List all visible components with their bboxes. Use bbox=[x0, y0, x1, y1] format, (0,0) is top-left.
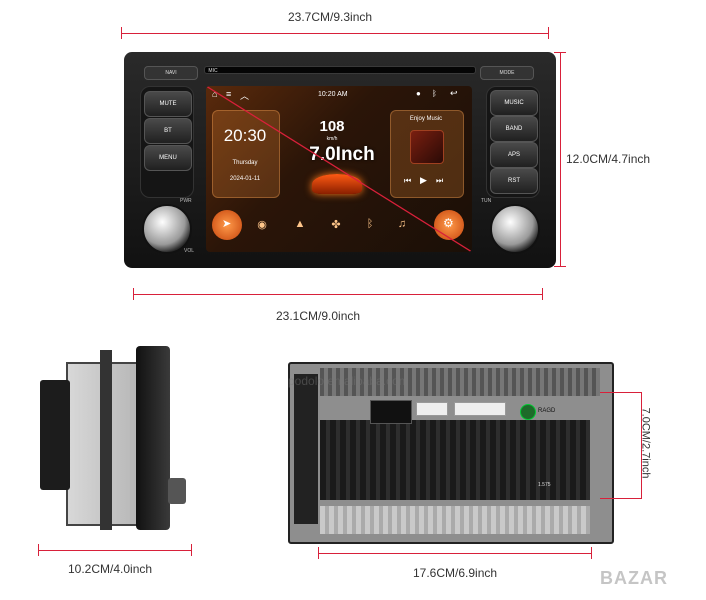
back-height-label: 7.0CM/2.7inch bbox=[639, 407, 652, 479]
side-depth-tick-left bbox=[38, 544, 39, 556]
bluetooth-icon: ᛒ bbox=[432, 89, 437, 98]
connector-black bbox=[370, 400, 412, 424]
location-icon: ● bbox=[416, 89, 421, 98]
touch-screen[interactable]: ⌂ ≡ ︿ 10:20 AM ● ᛒ ↩ 20:30 Thursday 2024… bbox=[206, 86, 472, 252]
clock-date: 2024-01-11 bbox=[229, 176, 261, 182]
tune-knob[interactable] bbox=[490, 204, 540, 254]
head-unit-front: NAVI MIC MODE MUTE BT MENU MUSIC BAND AP… bbox=[124, 52, 556, 268]
status-time: 10:20 AM bbox=[318, 91, 348, 98]
mute-button[interactable]: MUTE bbox=[144, 91, 192, 117]
aps-button[interactable]: APS bbox=[490, 142, 538, 168]
music-button[interactable]: MUSIC bbox=[490, 90, 538, 116]
right-height-tick-bottom bbox=[554, 266, 566, 267]
gear-icon: ⚙ bbox=[443, 216, 454, 230]
watermark-text: podolo.en.alibaba.com bbox=[288, 374, 409, 388]
back-height-tick-bottom bbox=[600, 498, 642, 499]
bottom-width-line bbox=[133, 294, 543, 295]
bottom-width-tick-left bbox=[133, 288, 134, 300]
play-circle-icon[interactable]: ◉ bbox=[257, 219, 267, 231]
back-height-line bbox=[641, 392, 642, 498]
back-width-tick-left bbox=[318, 547, 319, 559]
clock-time: 20:30 bbox=[223, 126, 267, 145]
mic-label: MIC bbox=[208, 68, 218, 74]
settings-button[interactable] bbox=[434, 210, 464, 240]
back-brand-label: RAGD bbox=[538, 408, 556, 414]
volume-knob[interactable] bbox=[142, 204, 192, 254]
pwr-label: PWR bbox=[180, 198, 192, 204]
antenna-connector bbox=[520, 404, 536, 420]
navigation-icon: ➤ bbox=[222, 218, 232, 230]
navi-button[interactable]: NAVI bbox=[144, 66, 198, 80]
back-bottom-rail bbox=[320, 506, 590, 534]
back-top-rail bbox=[320, 368, 600, 396]
diagonal-line bbox=[206, 86, 472, 252]
side-depth-tick-right bbox=[191, 544, 192, 556]
side-view bbox=[38, 340, 198, 530]
top-width-tick-left bbox=[121, 27, 122, 39]
cd-slot bbox=[204, 66, 476, 74]
home-icon[interactable]: ⌂ bbox=[212, 89, 218, 99]
back-heatsink bbox=[320, 420, 590, 500]
screen-size-label: 7.0Inch bbox=[309, 144, 375, 165]
top-width-line bbox=[121, 33, 549, 34]
back-left-bracket bbox=[294, 374, 318, 524]
side-knob bbox=[168, 478, 186, 504]
speed-value: 108 bbox=[319, 118, 345, 135]
bazar-logo: BAZAR bbox=[600, 568, 668, 588]
bottom-width-tick-right bbox=[542, 288, 543, 300]
left-button-column: MUTE BT MENU bbox=[140, 86, 194, 198]
back-view: RAGD 1.575 bbox=[288, 362, 614, 544]
mode-button[interactable]: MODE bbox=[480, 66, 534, 80]
menu-icon[interactable]: ≡ bbox=[226, 89, 232, 99]
back-width-tick-right bbox=[591, 547, 592, 559]
speed-unit: km/h bbox=[326, 136, 338, 142]
back-width-line bbox=[318, 553, 592, 554]
album-art bbox=[410, 130, 444, 164]
back-icon[interactable]: ↩ bbox=[450, 88, 458, 98]
back-width-label: 17.6CM/6.9inch bbox=[413, 566, 498, 580]
vol-label: VOL bbox=[184, 248, 195, 254]
right-button-column: MUSIC BAND APS RST bbox=[486, 86, 540, 198]
expand-icon[interactable]: ︿ bbox=[240, 91, 250, 101]
side-bracket bbox=[100, 350, 112, 530]
status-bar: ⌂ ≡ ︿ 10:20 AM ● ᛒ ↩ bbox=[206, 86, 472, 104]
right-height-line bbox=[560, 52, 561, 266]
rst-button[interactable]: RST bbox=[490, 168, 538, 194]
play-icon[interactable]: ▶ bbox=[420, 175, 427, 185]
band-button[interactable]: BAND bbox=[490, 116, 538, 142]
side-rear-block bbox=[40, 380, 70, 490]
top-width-label: 23.7CM/9.3inch bbox=[288, 10, 373, 24]
clock-day: Thursday bbox=[232, 160, 258, 166]
sports-car-image bbox=[312, 174, 362, 194]
music-title: Enjoy Music bbox=[409, 116, 443, 122]
car-icon[interactable]: ▲ bbox=[294, 218, 306, 230]
top-width-tick-right bbox=[548, 27, 549, 39]
side-depth-label: 10.2CM/4.0inch bbox=[68, 562, 153, 576]
connector-white-2 bbox=[454, 402, 506, 416]
menu-button[interactable]: MENU bbox=[144, 145, 192, 171]
apps-icon[interactable]: ✤ bbox=[331, 219, 341, 231]
back-sticker-text: 1.575 bbox=[538, 482, 551, 488]
bluetooth-dock-icon[interactable]: ᛒ bbox=[366, 218, 374, 230]
bt-button[interactable]: BT bbox=[144, 118, 192, 144]
next-icon[interactable]: ⏭ bbox=[436, 176, 444, 185]
navigation-button[interactable] bbox=[212, 210, 242, 240]
side-faceplate bbox=[136, 346, 170, 530]
back-height-tick-top bbox=[600, 392, 642, 393]
previous-icon[interactable]: ⏮ bbox=[404, 176, 412, 185]
right-height-tick-top bbox=[554, 52, 566, 53]
connector-white-1 bbox=[416, 402, 448, 416]
right-height-label: 12.0CM/4.7inch bbox=[566, 152, 651, 166]
bottom-width-label: 23.1CM/9.0inch bbox=[276, 309, 361, 323]
tun-label: TUN bbox=[481, 198, 492, 204]
music-note-icon[interactable]: ♫ bbox=[397, 218, 407, 230]
side-depth-line bbox=[38, 550, 192, 551]
